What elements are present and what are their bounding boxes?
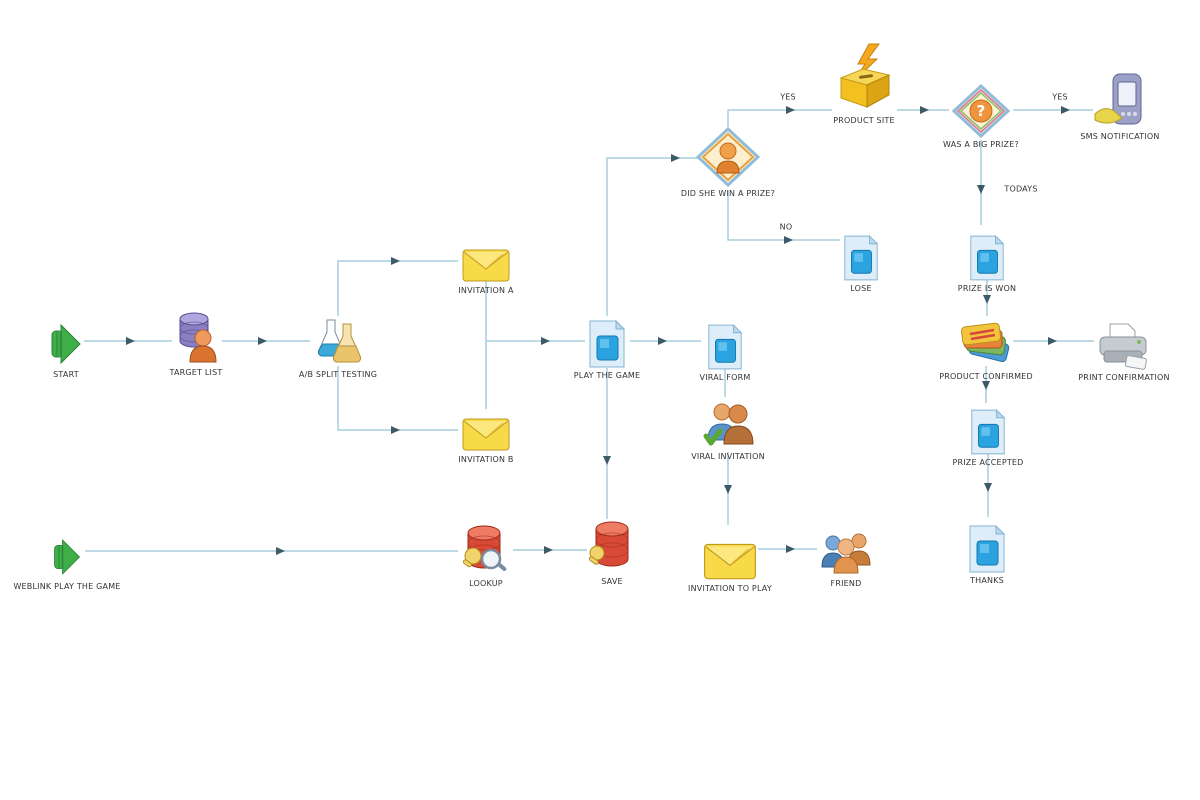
node-label: PRODUCT SITE [833,116,895,125]
database-person-icon [172,310,220,366]
database-key-icon [588,519,636,575]
node-label: INVITATION B [458,455,514,464]
node-thanks[interactable]: THANKS [922,518,1052,585]
node-invitation-b[interactable]: INVITATION B [421,397,551,464]
node-lose[interactable]: LOSE [796,226,926,293]
node-label: PRODUCT CONFIRMED [939,372,1033,381]
printer-icon [1094,315,1154,371]
node-print-confirmation[interactable]: PRINT CONFIRMATION [1059,315,1189,382]
node-label: WEBLINK PLAY THE GAME [13,582,121,591]
envelope-icon [702,526,758,582]
edge-label-todays: TODAYS [1004,184,1038,194]
node-ab-split-testing[interactable]: A/B SPLIT TESTING [273,312,403,379]
green-arrow-icon [51,524,83,580]
document-icon [968,400,1008,456]
node-viral-form[interactable]: VIRAL FORM [660,315,790,382]
envelope-icon [461,397,511,453]
node-target-list[interactable]: TARGET LIST [131,310,261,377]
mobile-phone-icon [1093,73,1147,130]
green-arrow-icon [48,312,84,368]
people-group-icon [819,521,873,577]
ballot-box-icon [833,43,895,114]
node-label: PRIZE ACCEPTED [952,458,1024,467]
node-label: DID SHE WIN A PRIZE? [680,189,776,198]
node-label: THANKS [970,576,1004,585]
node-label: INVITATION TO PLAY [688,584,772,593]
svg-text:?: ? [977,102,986,120]
node-label: SAVE [601,577,623,586]
node-save[interactable]: SAVE [547,519,677,586]
node-label: PRIZE IS WON [957,284,1017,293]
document-icon [586,313,628,369]
node-start[interactable]: START [1,312,131,379]
node-invitation-to-play[interactable]: INVITATION TO PLAY [665,526,795,593]
node-label: PRINT CONFIRMATION [1078,373,1170,382]
document-icon [705,315,745,371]
node-invitation-a[interactable]: INVITATION A [421,228,551,295]
document-icon [967,226,1007,282]
node-weblink-play[interactable]: WEBLINK PLAY THE GAME [2,524,132,591]
node-label: START [53,370,79,379]
node-did-she-win-prize[interactable]: DID SHE WIN A PRIZE? [663,127,793,198]
node-label: TARGET LIST [169,368,223,377]
node-prize-is-won[interactable]: PRIZE IS WON [922,226,1052,293]
node-label: LOOKUP [469,579,503,588]
node-lookup[interactable]: LOOKUP [421,521,551,588]
edge-label-no: NO [779,222,793,232]
decision-person-icon [696,127,760,187]
node-label: PLAY THE GAME [573,371,641,380]
envelope-icon [461,228,511,284]
node-label: INVITATION A [458,286,514,295]
node-sms-notification[interactable]: SMS NOTIFICATION [1055,73,1185,141]
document-icon [966,518,1008,574]
document-icon [841,226,881,282]
node-product-site[interactable]: PRODUCT SITE [799,43,929,125]
database-search-icon [460,521,512,577]
node-label: FRIEND [830,579,862,588]
decision-question-icon: ? [952,82,1010,138]
node-label: VIRAL INVITATION [691,452,765,461]
arrow-markers [126,106,1070,555]
node-label: SMS NOTIFICATION [1080,132,1160,141]
node-play-the-game[interactable]: PLAY THE GAME [542,313,672,380]
flasks-icon [309,312,367,368]
node-viral-invitation[interactable]: VIRAL INVITATION [663,394,793,461]
node-was-a-big-prize[interactable]: ? WAS A BIG PRIZE? [916,82,1046,149]
node-label: LOSE [850,284,872,293]
node-label: VIRAL FORM [699,373,751,382]
stack-sheets-icon [958,314,1014,370]
node-label: A/B SPLIT TESTING [298,370,378,379]
edge-label-yes: YES [1052,92,1068,102]
node-product-confirmed[interactable]: PRODUCT CONFIRMED [921,314,1051,381]
edge-label-yes: YES [780,92,796,102]
node-label: WAS A BIG PRIZE? [943,140,1019,149]
node-prize-accepted[interactable]: PRIZE ACCEPTED [923,400,1053,467]
node-friend[interactable]: FRIEND [781,521,911,588]
people-check-icon [700,394,756,450]
